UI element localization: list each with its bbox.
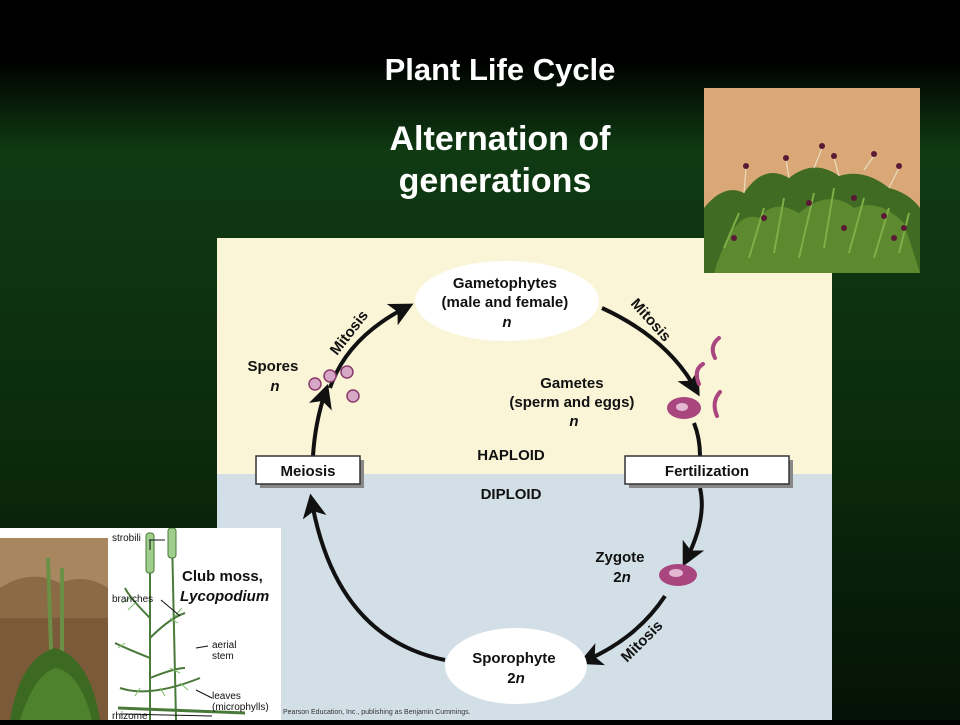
- svg-text:Gametophytes (male and fem: Gametophytes (male and female) n: [442, 275, 573, 331]
- sporophyte-ploidy: 2n: [507, 670, 525, 687]
- club-moss-title: Club moss,: [182, 568, 263, 585]
- sperm-cells: [694, 336, 722, 418]
- gametophytes-detail: (male and female): [442, 294, 569, 311]
- svg-text:Spores n: Spores n: [247, 358, 302, 395]
- spores-ploidy: n: [270, 378, 279, 395]
- club-moss-genus: Lycopodium: [180, 588, 269, 605]
- sporophyte-label: Sporophyte: [472, 650, 555, 667]
- subtitle-line1: Alternation of: [389, 120, 611, 158]
- microphylls-label: (microphylls): [212, 702, 269, 713]
- diploid-label: DIPLOID: [481, 486, 542, 503]
- fertilization-box: [624, 455, 790, 485]
- svg-text:Zygote 2n: Zygote 2n: [595, 549, 648, 586]
- branches-label: branches: [112, 594, 153, 605]
- zygote-cell: [659, 564, 697, 586]
- gametophytes-ploidy: n: [502, 314, 511, 331]
- arrow-gametophytes-to-gametes: [601, 306, 700, 397]
- fertilization-label: Fertilization: [665, 463, 749, 480]
- gametes-label: Gametes: [540, 375, 603, 392]
- club-moss-photo: [0, 538, 108, 720]
- egg-cell: [667, 397, 701, 419]
- arrow-gametes-to-fertilization: [692, 422, 702, 457]
- sporophyte-ellipse: [445, 628, 587, 704]
- svg-text:leaves (microphylls): leaves (microphylls): [212, 691, 269, 713]
- arrow-sporophyte-to-meiosis: [302, 493, 446, 662]
- meiosis-box: [255, 455, 361, 485]
- svg-text:Club moss, Lycopodium: Club moss, Lycopodium: [180, 568, 269, 605]
- club-moss-drawing: [114, 537, 246, 721]
- subtitle-line2: generations: [398, 162, 592, 200]
- club-moss-illustration: strobili branches aerial stem leaves (mi…: [0, 527, 281, 722]
- spores-label: Spores: [247, 358, 298, 375]
- arrow-zygote-to-sporophyte: [578, 594, 667, 666]
- gametes-detail: (sperm and eggs): [509, 394, 634, 411]
- credit-text: Pearson Education, Inc., publishing as B…: [283, 709, 471, 716]
- spore-cells: [308, 365, 360, 403]
- zygote-ploidy: 2n: [613, 569, 631, 586]
- aerial-stem-label-2: stem: [212, 651, 234, 662]
- haploid-label: HAPLOID: [477, 447, 545, 464]
- aerial-stem-label: aerial: [212, 640, 236, 651]
- moss-photo: [704, 88, 920, 273]
- zygote-label: Zygote: [595, 549, 644, 566]
- svg-text:Sporophyte 2n: Sporophyte 2n: [472, 650, 560, 687]
- svg-text:Gametes (sperm and eggs): Gametes (sperm and eggs) n: [509, 375, 638, 430]
- leaves-label: leaves: [212, 691, 241, 702]
- arrow-fertilization-to-zygote: [682, 487, 705, 567]
- svg-text:aerial stem: aerial stem: [212, 640, 239, 662]
- arrow-meiosis-to-spores: [309, 383, 332, 457]
- slide-subtitle: Alternation of generations: [300, 118, 700, 202]
- life-cycle-diagram: Gametophytes (male and female) n Mitosis…: [217, 238, 832, 720]
- gametophytes-label: Gametophytes: [453, 275, 557, 292]
- strobili-label: strobili: [112, 533, 141, 544]
- gametes-ploidy: n: [569, 413, 578, 430]
- rhizome-label: rhizome: [112, 711, 148, 720]
- slide-title: Plant Life Cycle: [384, 52, 616, 87]
- gametophytes-ellipse: [415, 261, 599, 341]
- meiosis-label: Meiosis: [280, 463, 335, 480]
